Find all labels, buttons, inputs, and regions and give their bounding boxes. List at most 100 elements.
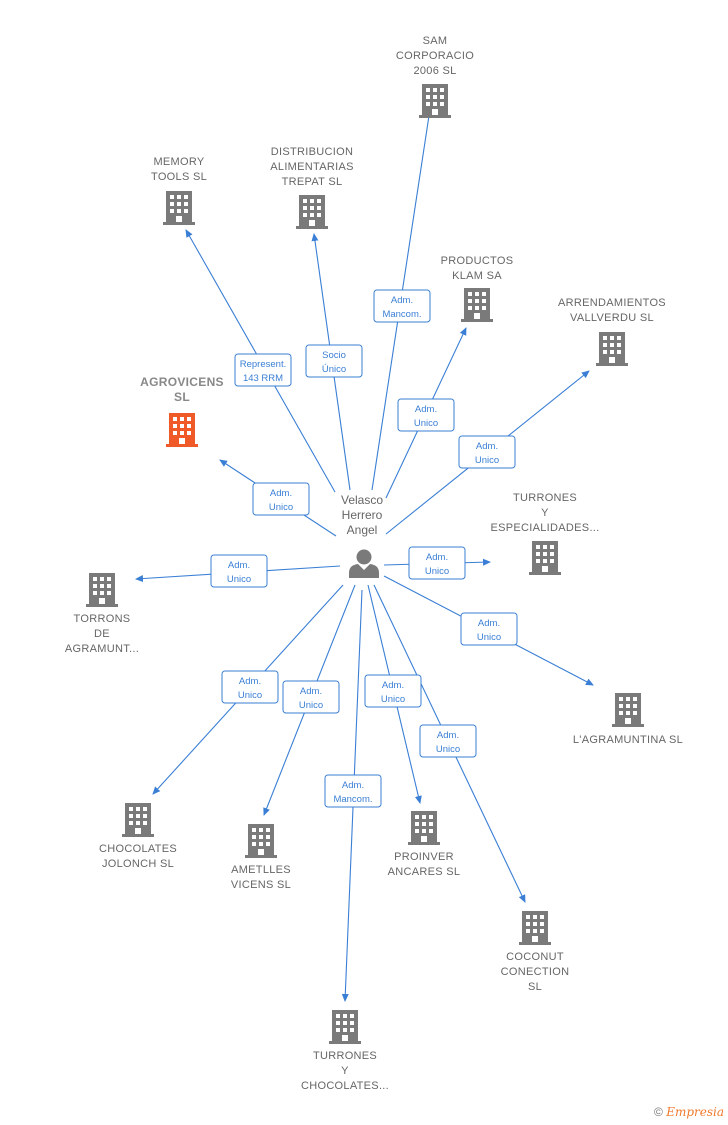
company-node-coconut-conection[interactable]: COCONUT CONECTION SL (501, 911, 570, 993)
brand-logo[interactable]: Empresia (666, 1105, 724, 1119)
relation-badge-turrones-chocolates[interactable]: Adm.Mancom. (324, 774, 382, 808)
relation-badge-arrendamientos-vallverdu[interactable]: Adm. Unico (458, 435, 516, 469)
relation-text-line: Unico (381, 694, 405, 705)
company-node-arrendamientos-vallverdu[interactable]: ARRENDAMIENTOS VALLVERDU SL (558, 297, 666, 366)
company-name-line: ANCARES SL (388, 866, 461, 878)
company-name-line: SAM (423, 35, 448, 47)
building-icon (122, 803, 154, 837)
relation-badge-box (210, 554, 268, 588)
company-name-line: ARRENDAMIENTOS (558, 297, 666, 309)
company-name-line: Y (341, 1065, 349, 1077)
relation-text-line: Mancom. (382, 309, 421, 320)
company-name-line: DISTRIBUCION (271, 146, 353, 158)
company-name-line: VALLVERDU SL (570, 312, 654, 324)
center-person[interactable]: Velasco Herrero Angel (341, 493, 383, 578)
company-name-line: COCONUT (506, 951, 564, 963)
relation-text-line: Adm. (342, 780, 364, 791)
relation-text-line: Adm. (391, 295, 413, 306)
building-icon (408, 811, 440, 845)
relation-badge-box (460, 612, 518, 646)
relation-badge-lagramuntina[interactable]: Adm.Unico (460, 612, 518, 646)
relation-badge-productos-klam[interactable]: Adm.Unico (397, 398, 455, 432)
relation-text-line: Adm. (426, 552, 448, 563)
building-icon (166, 413, 198, 447)
company-name-line: TORRONS (74, 613, 131, 625)
company-node-turrones-especialidades[interactable]: TURRONES Y ESPECIALIDADES... (490, 492, 599, 575)
relation-badge-torrons-agramunt[interactable]: Adm. Unico (210, 554, 268, 588)
relation-text-line: Adm. (476, 441, 498, 452)
company-name-line: MEMORY (153, 156, 204, 168)
company-name-line: PRODUCTOS (441, 255, 514, 267)
relation-text-line: 143 RRM (243, 373, 283, 384)
company-name-line: VICENS SL (231, 879, 291, 891)
company-name-line: Y (541, 507, 549, 519)
company-node-memory-tools[interactable]: MEMORY TOOLS SL (151, 156, 207, 225)
relation-badge-box (305, 344, 363, 378)
building-icon (86, 573, 118, 607)
company-name-line: ESPECIALIDADES... (490, 522, 599, 534)
relation-text-line: Adm. (478, 618, 500, 629)
relation-text-line: Adm. (239, 676, 261, 687)
relation-text-line: Adm. (228, 560, 250, 571)
building-icon (329, 1010, 361, 1044)
building-icon (529, 541, 561, 575)
relation-badge-agrovicens[interactable]: Adm.Unico (252, 482, 310, 516)
relation-badge-proinver-ancares[interactable]: Adm. Unico (364, 674, 422, 708)
relation-text-line: Único (322, 364, 346, 375)
company-name-line: TREPAT SL (282, 176, 343, 188)
relation-text-line: Unico (436, 744, 460, 755)
person-icon (349, 549, 379, 578)
company-name-line: DE (94, 628, 110, 640)
company-node-lagramuntina[interactable]: L'AGRAMUNTINA SL (573, 693, 683, 746)
relation-text-line: Adm. (437, 730, 459, 741)
company-name-line: KLAM SA (452, 270, 502, 282)
company-name-line: 2006 SL (413, 65, 456, 77)
relation-text-line: Unico (414, 418, 438, 429)
company-name-line: PROINVER (394, 851, 454, 863)
relation-badge-sam-corporacio[interactable]: Adm. Mancom. (373, 289, 431, 323)
company-name-line: CHOCOLATES (99, 843, 177, 855)
relation-text-line: Adm. (382, 680, 404, 691)
relation-badge-box (364, 674, 422, 708)
building-icon (245, 824, 277, 858)
company-name-line: CORPORACIO (396, 50, 474, 62)
company-name-line: TOOLS SL (151, 171, 207, 183)
relation-badge-ametlles-vicens[interactable]: Adm.Unico (282, 680, 340, 714)
relation-text-line: Represent. (240, 359, 286, 370)
relation-text-line: Unico (475, 455, 499, 466)
footer-credit: © Empresia (654, 1105, 724, 1119)
building-icon (296, 195, 328, 229)
building-icon (519, 911, 551, 945)
company-name-line: SL (174, 390, 190, 404)
relation-badge-chocolates-jolonch[interactable]: Adm. Unico (221, 670, 279, 704)
company-name-line: AGROVICENS (140, 375, 224, 389)
relation-badge-box (419, 724, 477, 758)
relation-badge-turrones-especialidades[interactable]: Adm.Unico (408, 546, 466, 580)
building-icon (419, 84, 451, 118)
company-node-productos-klam[interactable]: PRODUCTOS KLAM SA (441, 255, 514, 322)
relation-badge-box (252, 482, 310, 516)
company-name-line: CONECTION (501, 966, 570, 978)
relation-badge-coconut-conection[interactable]: Adm. Unico (419, 724, 477, 758)
company-name-line: JOLONCH SL (102, 858, 174, 870)
relation-badge-box (324, 774, 382, 808)
company-name-line: TURRONES (513, 492, 577, 504)
relation-badge-memory-tools[interactable]: Represent. 143 RRM (234, 353, 292, 387)
relation-text-line: Unico (227, 574, 251, 585)
company-node-turrones-chocolates[interactable]: TURRONESYCHOCOLATES... (301, 1010, 389, 1092)
relation-text-line: Adm. (270, 488, 292, 499)
center-name-line-3: Angel (347, 523, 378, 537)
company-node-torrons-agramunt[interactable]: TORRONSDEAGRAMUNT... (65, 573, 139, 655)
company-node-proinver-ancares[interactable]: PROINVER ANCARES SL (388, 811, 461, 878)
company-node-sam-corporacio[interactable]: SAM CORPORACIO 2006 SL (396, 35, 474, 118)
relation-badge-box (282, 680, 340, 714)
company-name-line: L'AGRAMUNTINA SL (573, 734, 683, 746)
company-name-line: SL (528, 981, 542, 993)
company-node-chocolates-jolonch[interactable]: CHOCOLATES JOLONCH SL (99, 803, 177, 870)
relation-text-line: Unico (238, 690, 262, 701)
